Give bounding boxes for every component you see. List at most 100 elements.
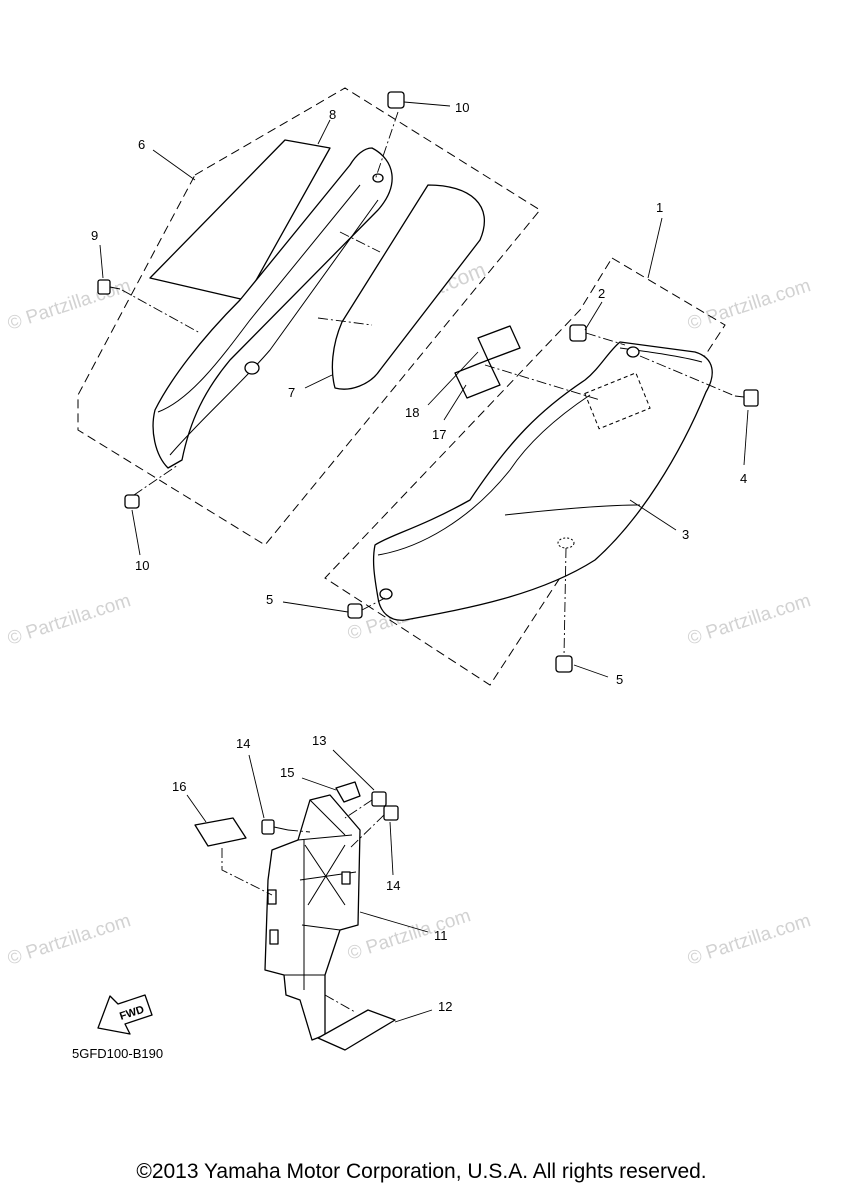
fwd-arrow-icon bbox=[97, 994, 153, 1035]
leader-line bbox=[186, 794, 207, 823]
callout-7: 7 bbox=[288, 385, 295, 400]
grommet-hole bbox=[244, 361, 260, 375]
grommet-part-10 bbox=[124, 494, 140, 509]
fwd-arrow: FWD bbox=[97, 994, 153, 1035]
assembly-line bbox=[339, 231, 381, 253]
decal-part-12 bbox=[317, 1009, 396, 1051]
assembly-line bbox=[349, 814, 385, 849]
bracket-group bbox=[194, 781, 399, 1051]
decal-part-8 bbox=[149, 139, 331, 301]
assembly-line bbox=[563, 547, 567, 657]
leader-line bbox=[332, 749, 375, 791]
leader-line bbox=[743, 409, 749, 466]
watermark: © Partzilla.com bbox=[685, 910, 813, 970]
grommet-hole bbox=[379, 588, 393, 600]
assembly-line bbox=[344, 799, 373, 819]
cover-edge-line bbox=[504, 504, 641, 516]
callout-5: 5 bbox=[266, 592, 273, 607]
callout-16: 16 bbox=[172, 779, 186, 794]
leader-line bbox=[152, 149, 196, 181]
leader-line bbox=[304, 374, 333, 389]
leader-lines bbox=[99, 101, 749, 1023]
callout-18: 18 bbox=[405, 405, 419, 420]
watermark: © Partzilla.com bbox=[5, 910, 133, 970]
callout-11: 11 bbox=[434, 928, 448, 943]
cover-edge-line bbox=[169, 199, 379, 456]
decal-part-7 bbox=[331, 184, 486, 390]
callout-12: 12 bbox=[438, 999, 452, 1014]
leader-line bbox=[403, 101, 451, 107]
callout-13: 13 bbox=[312, 733, 326, 748]
bracket-tab bbox=[269, 929, 279, 945]
leader-line bbox=[427, 351, 479, 406]
bolt-part-14 bbox=[383, 805, 399, 821]
decal-placement bbox=[584, 372, 651, 430]
bolt-part-4 bbox=[743, 389, 759, 407]
watermark: © Partzilla.com bbox=[345, 905, 473, 965]
decal-part-16 bbox=[194, 817, 247, 847]
callout-3: 3 bbox=[682, 527, 689, 542]
callout-2: 2 bbox=[598, 286, 605, 301]
grommet-part-5 bbox=[555, 655, 573, 673]
leader-line bbox=[301, 777, 337, 791]
leader-line bbox=[584, 301, 603, 331]
grommet-part-5 bbox=[347, 603, 363, 619]
assembly-line bbox=[324, 994, 356, 1013]
left-side-cover-group bbox=[77, 87, 541, 546]
bolt-shaft bbox=[734, 395, 745, 398]
assembly-line bbox=[121, 289, 201, 334]
leader-line bbox=[389, 821, 394, 876]
callouts: 1 2 3 4 5 5 6 7 8 9 10 10 11 12 13 14 14… bbox=[91, 100, 747, 1014]
bolt-shaft bbox=[273, 826, 289, 831]
watermark: © Partzilla.com bbox=[685, 590, 813, 650]
assembly-line bbox=[374, 111, 399, 181]
cover-edge-line bbox=[377, 394, 591, 556]
leader-line bbox=[629, 499, 677, 531]
callout-9: 9 bbox=[91, 228, 98, 243]
assembly-line bbox=[484, 364, 601, 401]
callout-6: 6 bbox=[138, 137, 145, 152]
clip-part-15 bbox=[335, 781, 361, 803]
leader-line bbox=[317, 119, 331, 145]
leader-line bbox=[647, 217, 663, 279]
leader-line bbox=[573, 664, 609, 678]
bracket-tab bbox=[267, 889, 277, 905]
leader-line bbox=[394, 1009, 433, 1023]
callout-10: 10 bbox=[455, 100, 469, 115]
grommet-hole bbox=[557, 537, 575, 549]
callout-1: 1 bbox=[656, 200, 663, 215]
assembly-line bbox=[287, 829, 311, 833]
grommet-hole bbox=[626, 346, 640, 358]
dashed-boundary bbox=[77, 87, 541, 546]
callout-8: 8 bbox=[329, 107, 336, 122]
right-side-cover-part-3 bbox=[372, 341, 713, 621]
leader-line bbox=[282, 601, 349, 613]
grommet-part-2 bbox=[569, 324, 587, 342]
watermark: © Partzilla.com bbox=[685, 275, 813, 335]
leader-line bbox=[99, 244, 104, 279]
leader-line bbox=[248, 754, 265, 819]
dashed-boundary bbox=[324, 257, 726, 686]
assembly-line bbox=[221, 848, 273, 896]
cover-edge-line bbox=[157, 184, 361, 413]
callout-14b: 14 bbox=[386, 878, 400, 893]
grommet-part-10 bbox=[387, 91, 405, 109]
callout-10b: 10 bbox=[135, 558, 149, 573]
assembly-line bbox=[133, 464, 179, 496]
callout-17: 17 bbox=[432, 427, 446, 442]
bracket-detail bbox=[284, 834, 357, 990]
bracket-part-11 bbox=[264, 794, 361, 1041]
callout-15: 15 bbox=[280, 765, 294, 780]
leader-line bbox=[359, 911, 429, 933]
leader-line bbox=[131, 509, 141, 556]
left-side-cover-part-6 bbox=[152, 147, 393, 469]
assembly-line bbox=[639, 355, 736, 397]
copyright-notice: ©2013 Yamaha Motor Corporation, U.S.A. A… bbox=[136, 1160, 707, 1183]
assembly-line bbox=[361, 597, 386, 611]
assembly-line bbox=[317, 317, 373, 326]
callout-5b: 5 bbox=[616, 672, 623, 687]
watermark: © Partzilla.com bbox=[5, 590, 133, 650]
watermark: © Partzilla.com bbox=[5, 275, 133, 335]
bracket-tab bbox=[341, 871, 351, 885]
